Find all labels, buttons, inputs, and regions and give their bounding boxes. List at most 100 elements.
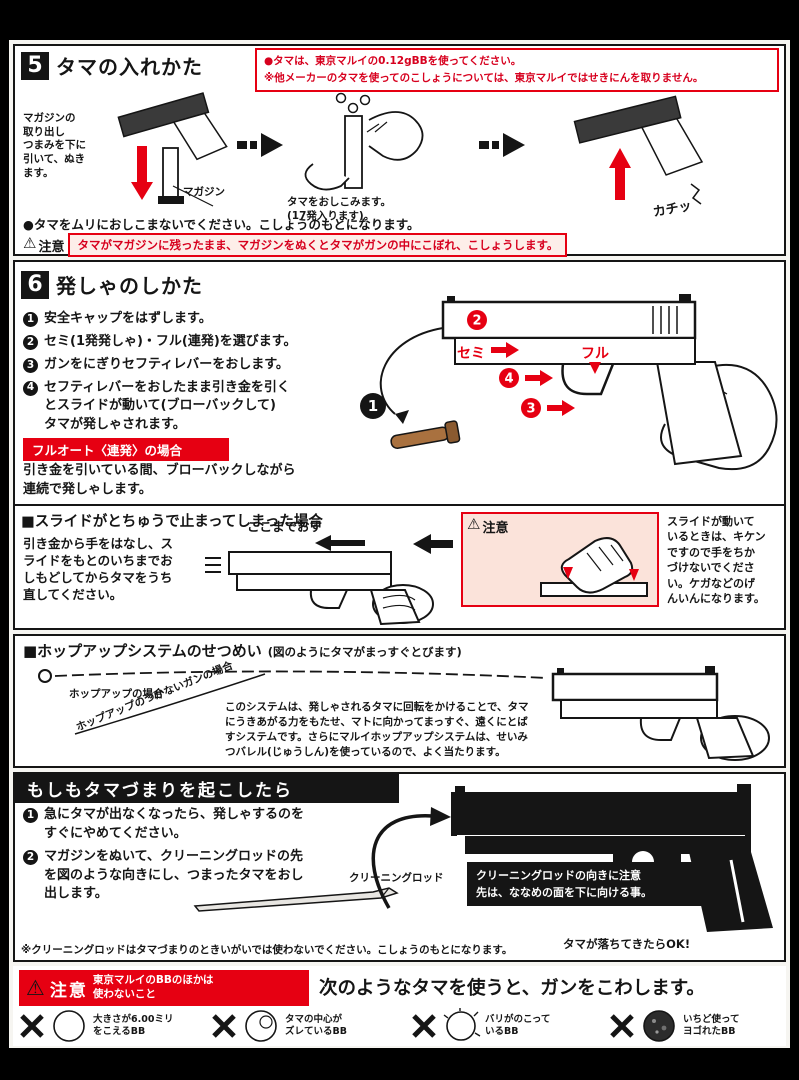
full-label: フル	[581, 346, 609, 362]
bad-bb-item-offcenter: タマの中心が ズレているBB	[211, 1008, 347, 1044]
firing-step: 4 セフティレバーをおしたまま引き金を引く とスライドが動いて(ブローバックして)…	[23, 379, 357, 436]
step-text: ガンをにぎりセフティレバーをおします。	[44, 356, 289, 372]
bb-icon	[38, 669, 52, 683]
caution-text: タマがマガジンに残ったまま、マガジンをぬくとタマがガンの中にこぼれ、こしょうしま…	[68, 233, 568, 257]
trajectory-diagram	[38, 669, 548, 735]
bad-bb-item-dirty: いちど使って ヨゴれたBB	[609, 1008, 740, 1044]
jam-step: 2 マガジンをぬいて、クリーニングロッドの先 を図のような向きにし、つまったタマを…	[23, 848, 373, 905]
section-load-bbs: 5 タマの入れかた ●タマは、東京マルイの0.12gBBを使ってください。 ※他…	[13, 44, 786, 257]
hopup-body: このシステムは、発しゃされるタマに回転をかけることで、タマ にうきあがる力をもた…	[225, 701, 529, 758]
step-number: 4	[23, 380, 38, 396]
section-firing: 6 発しゃのしかた 1 安全キャップをはずします。 2 セミ(1発発しゃ)・フル(連…	[13, 260, 786, 630]
callout-2: 2	[467, 310, 487, 330]
slide-danger-caution-box: ⚠注意	[461, 512, 659, 607]
semi-arrow	[491, 342, 519, 358]
section-hopup: ■ホップアップシステムのせつめい (図のようにタマがまっすぐとびます) ホップア…	[13, 634, 786, 768]
section-jam: もしもタマづまりを起こしたら 1 急にタマが出なくなったら、発しゃするのを すぐに…	[13, 772, 786, 962]
caution-label: 注意	[49, 980, 88, 1001]
divider	[15, 504, 784, 506]
x-mark-icon	[412, 1014, 436, 1038]
fullauto-text: 引き金を引いている間、ブローバックしながら 連続で発しゃします。	[23, 463, 296, 497]
safety-cap-illustration	[390, 420, 461, 449]
bb-spec-line2: ※他メーカーのタマを使ってのこしょうについては、東京マルイではせきにんを取りませ…	[264, 71, 704, 84]
caution-label: 注意	[38, 239, 65, 255]
fullauto-banner: フルオート〈連発〉の場合	[23, 438, 229, 461]
hopup-subtitle: (図のようにタマがまっすぐとびます)	[267, 645, 462, 659]
bad-bbs-headline: 次のようなタマを使うと、ガンをこわします。	[319, 978, 705, 999]
footer-caution-box: ⚠ 注意 東京マルイのBBのほかは 使わないこと	[19, 970, 309, 1006]
slide-danger-text: スライドが動いて いるときは、キケン ですので手をちか づけないでくださ い。ケ…	[667, 515, 766, 605]
bad-bb-item-burrs: バリがのこって いるBB	[411, 1008, 550, 1044]
jam-step: 1 急にタマが出なくなったら、発しゃするのを すぐにやめてください。	[23, 806, 373, 844]
caution-badge: ⚠注意	[467, 515, 509, 537]
firing-steps: 1 安全キャップをはずします。 2 セミ(1発発しゃ)・フル(連発)を選びます。 3…	[23, 310, 357, 439]
bad-bb-label: 大きさが6.00ミリ をこえるBB	[93, 1014, 174, 1037]
bb-spec-warning-box: ●タマは、東京マルイの0.12gBBを使ってください。 ※他メーカーのタマを使っ…	[255, 48, 779, 92]
step-text: セフティレバーをおしたまま引き金を引く とスライドが動いて(ブローバックして) …	[44, 379, 290, 433]
magazine-remove-illustration	[117, 92, 228, 207]
firing-step: 3 ガンをにぎりセフティレバーをおします。	[23, 356, 357, 375]
step-text: 安全キャップをはずします。	[44, 311, 212, 326]
hopup-title: ■ホップアップシステムのせつめい	[23, 642, 262, 660]
bad-bb-label: いちど使って ヨゴれたBB	[683, 1014, 740, 1037]
magazine-inserted-illustration	[573, 95, 704, 205]
firing-step: 2 セミ(1発発しゃ)・フル(連発)を選びます。	[23, 333, 357, 352]
firing-step: 1 安全キャップをはずします。	[23, 310, 357, 329]
jam-clearing-pistol-illustration	[451, 784, 773, 932]
push-to-here-label: ここまでおす	[247, 519, 323, 534]
hopup-pistol-illustration	[551, 666, 770, 761]
svg-text:2: 2	[472, 314, 481, 329]
section-title: タマの入れかた	[56, 55, 203, 79]
section5-caution-row: ⚠注意 タマがマガジンに残ったまま、マガジンをぬくとタマがガンの中にこぼれ、こし…	[23, 233, 568, 257]
jam-steps: 1 急にタマが出なくなったら、発しゃするのを すぐにやめてください。 2 マガジンを…	[23, 806, 373, 908]
callout-4: 4	[499, 368, 519, 388]
push-up-arrow	[609, 148, 631, 200]
pull-down-arrow	[131, 146, 153, 200]
section-number-badge: 6	[21, 270, 49, 299]
step-number: 3	[23, 357, 38, 373]
jam-banner: もしもタマづまりを起こしたら	[15, 774, 399, 803]
step-text: マガジンをぬいて、クリーニングロッドの先 を図のような向きにし、つまったタマをお…	[44, 848, 304, 902]
slide-stuck-illustration	[205, 535, 434, 626]
step-number: 1	[23, 312, 38, 327]
section-number-badge: 5	[21, 51, 49, 80]
rod-insert-arrow	[371, 807, 451, 909]
magazine-pull-caption: マガジンの 取り出し つまみを下に 引いて、ぬき ます。	[23, 112, 86, 179]
burr-bb-icon	[443, 1008, 481, 1041]
slide-stuck-title: ■スライドがとちゅうで止まってしまった場合	[21, 514, 323, 530]
offcenter-bb-icon	[245, 1010, 277, 1042]
section5-header: 5 タマの入れかた	[21, 51, 203, 80]
bad-bb-label: バリがのこって いるBB	[485, 1014, 551, 1037]
oversize-bb-icon	[53, 1010, 85, 1042]
caution-text: 東京マルイのBBのほかは 使わないこと	[92, 974, 214, 1000]
step-number: 2	[23, 849, 38, 865]
cleaning-rod-label: クリーニングロッド	[349, 872, 444, 884]
bb-loading-illustration	[304, 92, 424, 191]
rod-orientation-note: クリーニングロッドの向きに注意 先は、ななめの面を下に向ける事。	[467, 862, 705, 907]
step-arrow-icon	[479, 133, 525, 157]
warning-triangle-icon: ⚠	[467, 515, 481, 533]
full-arrow	[589, 362, 601, 374]
warning-triangle-icon: ⚠	[26, 975, 45, 1000]
bad-bb-item-oversize: 大きさが6.00ミリ をこえるBB	[19, 1008, 173, 1044]
straight-trajectory-line	[54, 670, 548, 679]
manual-page: 5 タマの入れかた ●タマは、東京マルイの0.12gBBを使ってください。 ※他…	[9, 40, 790, 1048]
x-mark-icon	[20, 1014, 44, 1038]
step-number: 1	[23, 808, 38, 823]
hand-over-slide-illustration	[540, 537, 648, 597]
svg-text:1: 1	[368, 397, 378, 415]
section6-header: 6 発しゃのしかた	[21, 270, 203, 299]
callout-3: 3	[521, 398, 541, 418]
caution-label: 注意	[482, 521, 509, 536]
bb-spec-line1: ●タマは、東京マルイの0.12gBBを使ってください。	[264, 55, 522, 67]
caution-badge: ⚠注意	[23, 235, 65, 255]
step-text: セミ(1発発しゃ)・フル(連発)を選びます。	[44, 333, 297, 349]
callout-1: 1	[360, 393, 386, 419]
magazine-label: マガジン	[183, 186, 225, 198]
pistol-firing-illustration: 1 2 セミ フル 4 3	[360, 294, 778, 470]
step-number: 2	[23, 334, 38, 350]
step-text: 急にタマが出なくなったら、発しゃするのを すぐにやめてください。	[44, 807, 305, 841]
section-title: 発しゃのしかた	[56, 274, 203, 298]
rod-footnote: ※クリーニングロッドはタマづまりのときいがいでは使わないでください。こしょうのも…	[21, 944, 513, 956]
hopup-header: ■ホップアップシステムのせつめい (図のようにタマがまっすぐとびます)	[23, 640, 462, 661]
